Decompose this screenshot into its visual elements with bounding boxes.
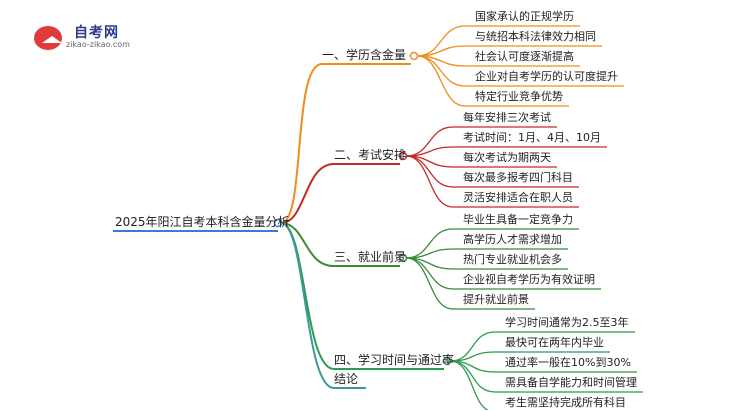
branch-1-leaf-3: 社会认可度逐渐提高 [475,50,574,63]
root-topic[interactable]: 2025年阳江自考本科含金量分析 [115,215,290,229]
branch-3-leaf-5: 提升就业前景 [463,293,529,306]
branch-3-leaf-4: 企业视自考学历为有效证明 [463,273,595,286]
branch-4-leaf-4: 需具备自学能力和时间管理 [505,376,637,389]
branch-2-leaf-4: 每次最多报考四门科目 [463,171,573,184]
branch-2-leaf-3: 每次考试为期两天 [463,151,551,164]
branch-1-leaf-1: 国家承认的正规学历 [475,10,574,23]
branch-node-1[interactable] [409,51,419,61]
branch-4-leaf-1: 学习时间通常为2.5至3年 [505,316,629,329]
branch-2-leaf-2: 考试时间：1月、4月、10月 [463,131,601,144]
branch-4-leaf-5: 考生需坚持完成所有科目 [505,396,626,409]
branch-label-4[interactable]: 四、学习时间与通过率 [334,353,455,367]
branch-label-1[interactable]: 一、学历含金量 [322,48,407,62]
branch-2-leaf-5: 灵活安排适合在职人员 [463,191,573,204]
branch-1-leaf-5: 特定行业竞争优势 [475,90,563,103]
branch-3-leaf-2: 高学历人才需求增加 [463,233,562,246]
branch-label-5[interactable]: 结论 [334,372,359,386]
logo-url: zikao-zikao.com [66,40,130,49]
branch-1-leaf-2: 与统招本科法律效力相同 [475,30,596,43]
branch-label-2[interactable]: 二、考试安排 [334,148,407,162]
graduation-cap-icon [34,26,62,50]
branch-3-leaf-1: 毕业生具备一定竞争力 [463,213,573,226]
branch-1-leaf-4: 企业对自考学历的认可度提升 [475,70,618,83]
branch-3-leaf-3: 热门专业就业机会多 [463,253,562,266]
branch-4-leaf-3: 通过率一般在10%到30% [505,356,631,369]
branch-label-3[interactable]: 三、就业前景 [334,250,407,264]
branch-2-leaf-1: 每年安排三次考试 [463,111,551,124]
branch-4-leaf-2: 最快可在两年内毕业 [505,336,604,349]
site-logo[interactable]: 自考网 zikao-zikao.com [22,20,162,50]
logo-name: 自考网 [74,25,119,41]
